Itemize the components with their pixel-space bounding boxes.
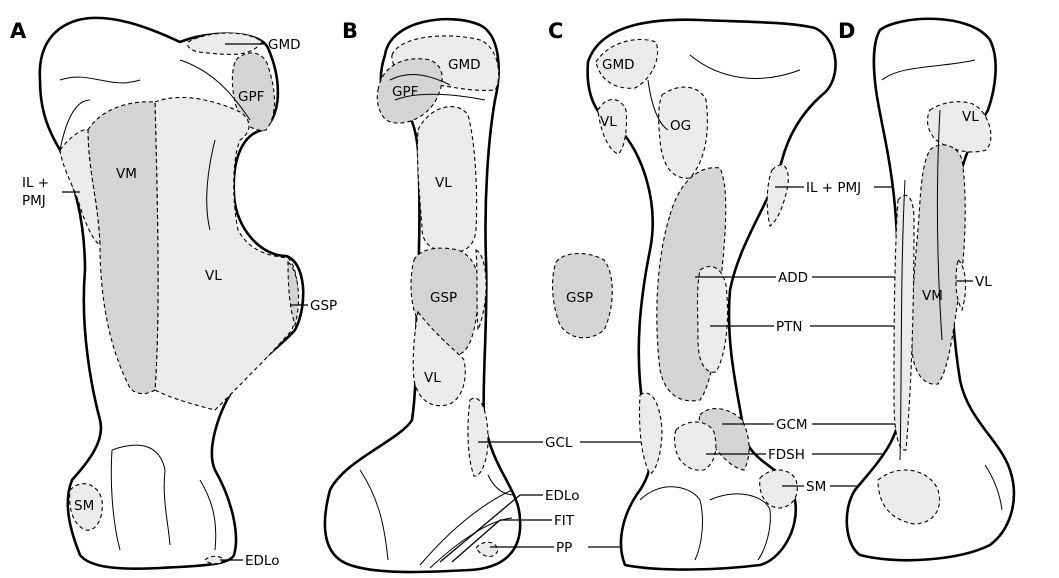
panel-label-c: C: [548, 19, 563, 43]
label-vl-a: VL: [205, 268, 222, 284]
label-add-c: ADD: [778, 270, 808, 286]
label-il-pmj-c: IL + PMJ: [806, 180, 861, 196]
label-fdsh-c: FDSH: [768, 447, 805, 463]
label-sm-c: SM: [806, 479, 826, 495]
label-og-c: OG: [670, 118, 691, 134]
label-il-pmj-a-line1: IL +: [22, 175, 49, 191]
panel-d: D VL VM VL: [838, 19, 1014, 560]
label-gcl-b: GCL: [545, 435, 573, 451]
label-gmd-b: GMD: [448, 57, 481, 73]
label-vm-d: VM: [922, 288, 943, 304]
label-edlo-a: EDLo: [245, 553, 279, 569]
label-vl-upper-d: VL: [962, 109, 979, 125]
label-gmd-a: GMD: [268, 37, 301, 53]
panel-label-a: A: [10, 19, 27, 43]
label-gpf-b: GPF: [392, 84, 418, 100]
label-sm-a: SM: [74, 498, 94, 514]
label-il-pmj-a-line2: PMJ: [22, 193, 46, 209]
label-gsp-c: GSP: [566, 290, 593, 306]
label-vl-side-d: VL: [975, 274, 992, 290]
label-gpf-a: GPF: [238, 89, 264, 105]
label-ptn-c: PTN: [776, 319, 803, 335]
label-edlo-b: EDLo: [545, 488, 579, 504]
label-vl-upper-b: VL: [435, 175, 452, 191]
panel-a: A GMD GPF VM VL IL + PMJ GSP SM EDLo: [10, 18, 337, 569]
label-gcm-c: GCM: [776, 417, 808, 433]
label-vm-a: VM: [116, 166, 137, 182]
label-gmd-c: GMD: [602, 57, 635, 73]
label-gsp-b: GSP: [430, 290, 457, 306]
panel-label-d: D: [838, 19, 855, 43]
label-vl-lower-b: VL: [424, 370, 441, 386]
label-pp-b: PP: [556, 540, 572, 556]
label-fit-b: FIT: [554, 513, 575, 529]
label-gsp-a: GSP: [310, 298, 337, 314]
panel-label-b: B: [342, 19, 358, 43]
label-vl-c: VL: [600, 114, 617, 130]
